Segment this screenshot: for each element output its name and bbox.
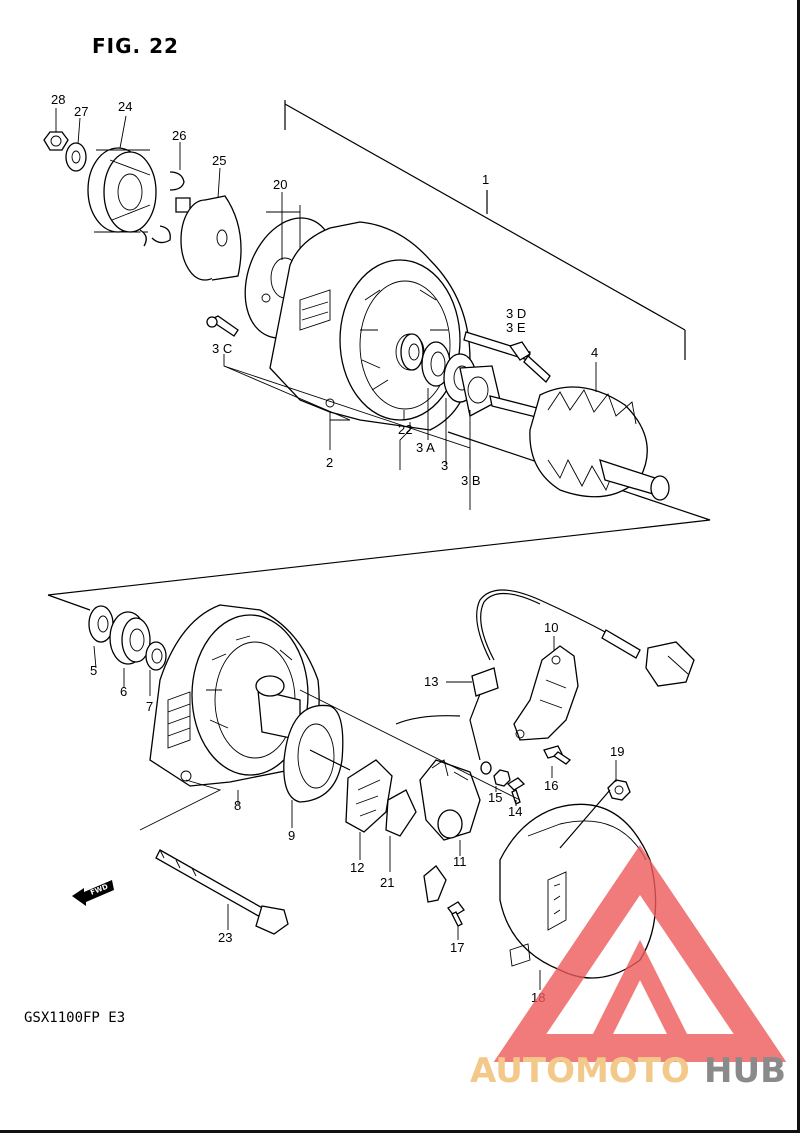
callout-6: 6: [120, 684, 127, 699]
callout-21: 21: [380, 875, 394, 890]
callout-16: 16: [544, 778, 558, 793]
part-3d-stud: [463, 331, 551, 383]
callout-numbers: 28 27 24 26 25 20 1 3 D 3 E 3 C 4 22 3 A…: [51, 92, 624, 1005]
callout-15: 15: [488, 790, 502, 805]
callout-3: 3: [441, 458, 448, 473]
callout-24: 24: [118, 99, 132, 114]
callout-3a: 3 A: [416, 440, 435, 455]
callout-7: 7: [146, 699, 153, 714]
part-9-plate: [283, 704, 351, 803]
part-wire-harness: [476, 589, 695, 687]
leader-lines: [55, 108, 617, 990]
callout-25: 25: [212, 153, 226, 168]
part-3b-retainer: [459, 365, 501, 417]
part-19-nut: [607, 779, 631, 801]
part-16-screw: [543, 745, 572, 765]
model-code: GSX1100FP E3: [24, 1010, 126, 1026]
part-7-ring: [145, 641, 167, 671]
callout-8: 8: [234, 798, 241, 813]
figure-title: FIG. 22: [92, 34, 179, 58]
callout-22: 22: [398, 422, 412, 437]
part-3c-screw: [206, 315, 239, 337]
part-4-rotor: [489, 386, 670, 501]
part-10-regulator: [513, 645, 579, 741]
callout-3b: 3 B: [461, 473, 481, 488]
callout-28: 28: [51, 92, 65, 107]
callout-1: 1: [482, 172, 489, 187]
part-11-brush-holder: [419, 759, 481, 841]
part-14-screw: [506, 777, 526, 805]
callout-3d: 3 D: [506, 306, 526, 321]
callout-20: 20: [273, 177, 287, 192]
callout-27: 27: [74, 104, 88, 119]
callout-12: 12: [350, 860, 364, 875]
part-26-clips: [139, 171, 191, 247]
part-28-nut: [43, 131, 69, 151]
part-6-bearing: [109, 611, 151, 665]
callout-10: 10: [544, 620, 558, 635]
callout-19: 19: [610, 744, 624, 759]
part-27-washer: [65, 142, 87, 172]
callout-9: 9: [288, 828, 295, 843]
part-17-clip-screw: [423, 865, 465, 927]
callout-17: 17: [450, 940, 464, 955]
watermark-logo-icon: [493, 844, 787, 1062]
callout-11: 11: [453, 854, 467, 869]
callout-3c: 3 C: [212, 341, 232, 356]
part-23-through-bolt: [155, 849, 289, 935]
part-24-pulley: [87, 147, 157, 233]
callout-3e: 3 E: [506, 320, 526, 335]
part-13-grommet: [395, 667, 499, 775]
callout-5: 5: [90, 663, 97, 678]
callout-2: 2: [326, 455, 333, 470]
part-15-nut: [493, 769, 511, 787]
callout-26: 26: [172, 128, 186, 143]
part-25-fan-cover: [180, 195, 242, 281]
watermark-text-part2: HUB: [704, 1051, 786, 1091]
part-8-rear-housing: [149, 604, 320, 787]
callout-23: 23: [218, 930, 232, 945]
fwd-arrow-icon: FWD: [72, 880, 114, 906]
part-12-rectifier: [345, 759, 393, 833]
part-22-bearing: [400, 333, 424, 371]
callout-13: 13: [424, 674, 438, 689]
callout-4: 4: [591, 345, 598, 360]
watermark-text-part1: AUTOMOTO: [470, 1051, 690, 1091]
part-21-insulator: [385, 789, 417, 837]
watermark-brand-text: AUTOMOTO HUB: [470, 1051, 786, 1091]
callout-14: 14: [508, 804, 522, 819]
